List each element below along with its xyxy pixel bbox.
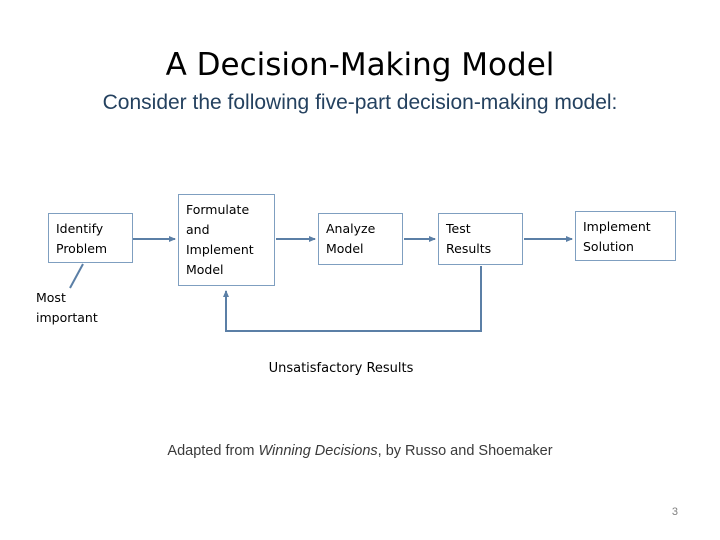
flow-box-formulate-and-implement-model[interactable]: Formulate and Implement Model bbox=[178, 194, 275, 286]
flow-box-implement-solution[interactable]: Implement Solution bbox=[575, 211, 676, 261]
credit-work-title: Winning Decisions bbox=[258, 443, 378, 459]
source-credit: Adapted from Winning Decisions, by Russo… bbox=[0, 443, 720, 459]
flow-box-test-results[interactable]: Test Results bbox=[438, 213, 523, 265]
annotation-most-important: Most important bbox=[36, 290, 98, 325]
flow-box-analyze-model[interactable]: Analyze Model bbox=[318, 213, 403, 265]
slide-subtitle: Consider the following five-part decisio… bbox=[102, 91, 618, 114]
credit-prefix: Adapted from bbox=[167, 443, 259, 459]
credit-suffix: , by Russo and Shoemaker bbox=[377, 443, 553, 459]
leader-line-most-important bbox=[69, 263, 84, 289]
page-title: A Decision-Making Model bbox=[165, 47, 555, 83]
page-number: 3 bbox=[671, 506, 678, 518]
annotation-unsatisfactory-results: Unsatisfactory Results bbox=[268, 361, 414, 376]
flow-box-identify-problem[interactable]: Identify Problem bbox=[48, 213, 133, 263]
